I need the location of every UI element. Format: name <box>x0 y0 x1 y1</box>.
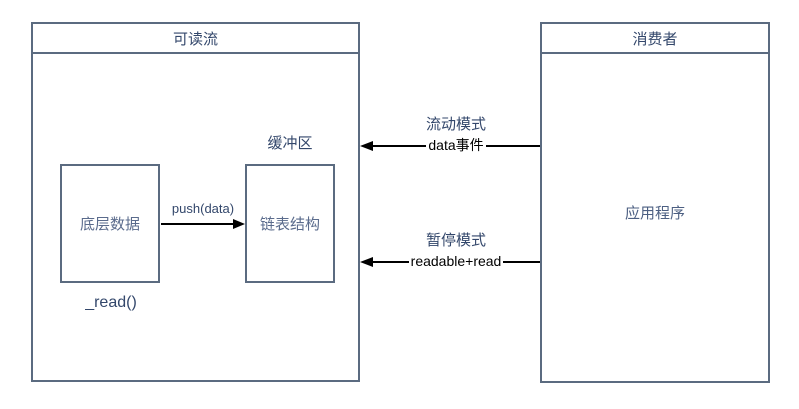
linked-list-box: 链表结构 <box>245 164 335 283</box>
flowing-mode-label: 流动模式 <box>425 116 486 133</box>
push-data-arrow-line <box>161 223 234 225</box>
underlying-data-box: 底层数据 <box>60 164 160 283</box>
data-event-text: data事件 <box>426 137 486 153</box>
linked-list-label: 链表结构 <box>259 216 320 233</box>
consumer-title: 消费者 <box>632 30 678 48</box>
readable-stream-header: 可读流 <box>33 24 358 54</box>
consumer-box: 消费者 应用程序 <box>540 22 770 383</box>
underlying-data-label: 底层数据 <box>79 216 140 233</box>
buffer-caption: 缓冲区 <box>267 135 313 152</box>
paused-mode-arrowhead-icon <box>360 257 373 267</box>
flowing-mode-arrowhead-icon <box>360 141 373 151</box>
flowing-mode-mechanism-label: data事件 <box>372 137 540 154</box>
readable-stream-title: 可读流 <box>172 30 218 48</box>
application-label: 应用程序 <box>624 205 685 222</box>
paused-mode-label: 暂停模式 <box>425 232 486 249</box>
readable-read-text: readable+read <box>408 253 504 269</box>
paused-mode-mechanism-label: readable+read <box>372 253 540 270</box>
push-data-label: push(data) <box>171 201 235 216</box>
read-method-caption: _read() <box>85 294 137 311</box>
consumer-header: 消费者 <box>542 24 768 54</box>
push-data-arrowhead-icon <box>233 219 245 229</box>
